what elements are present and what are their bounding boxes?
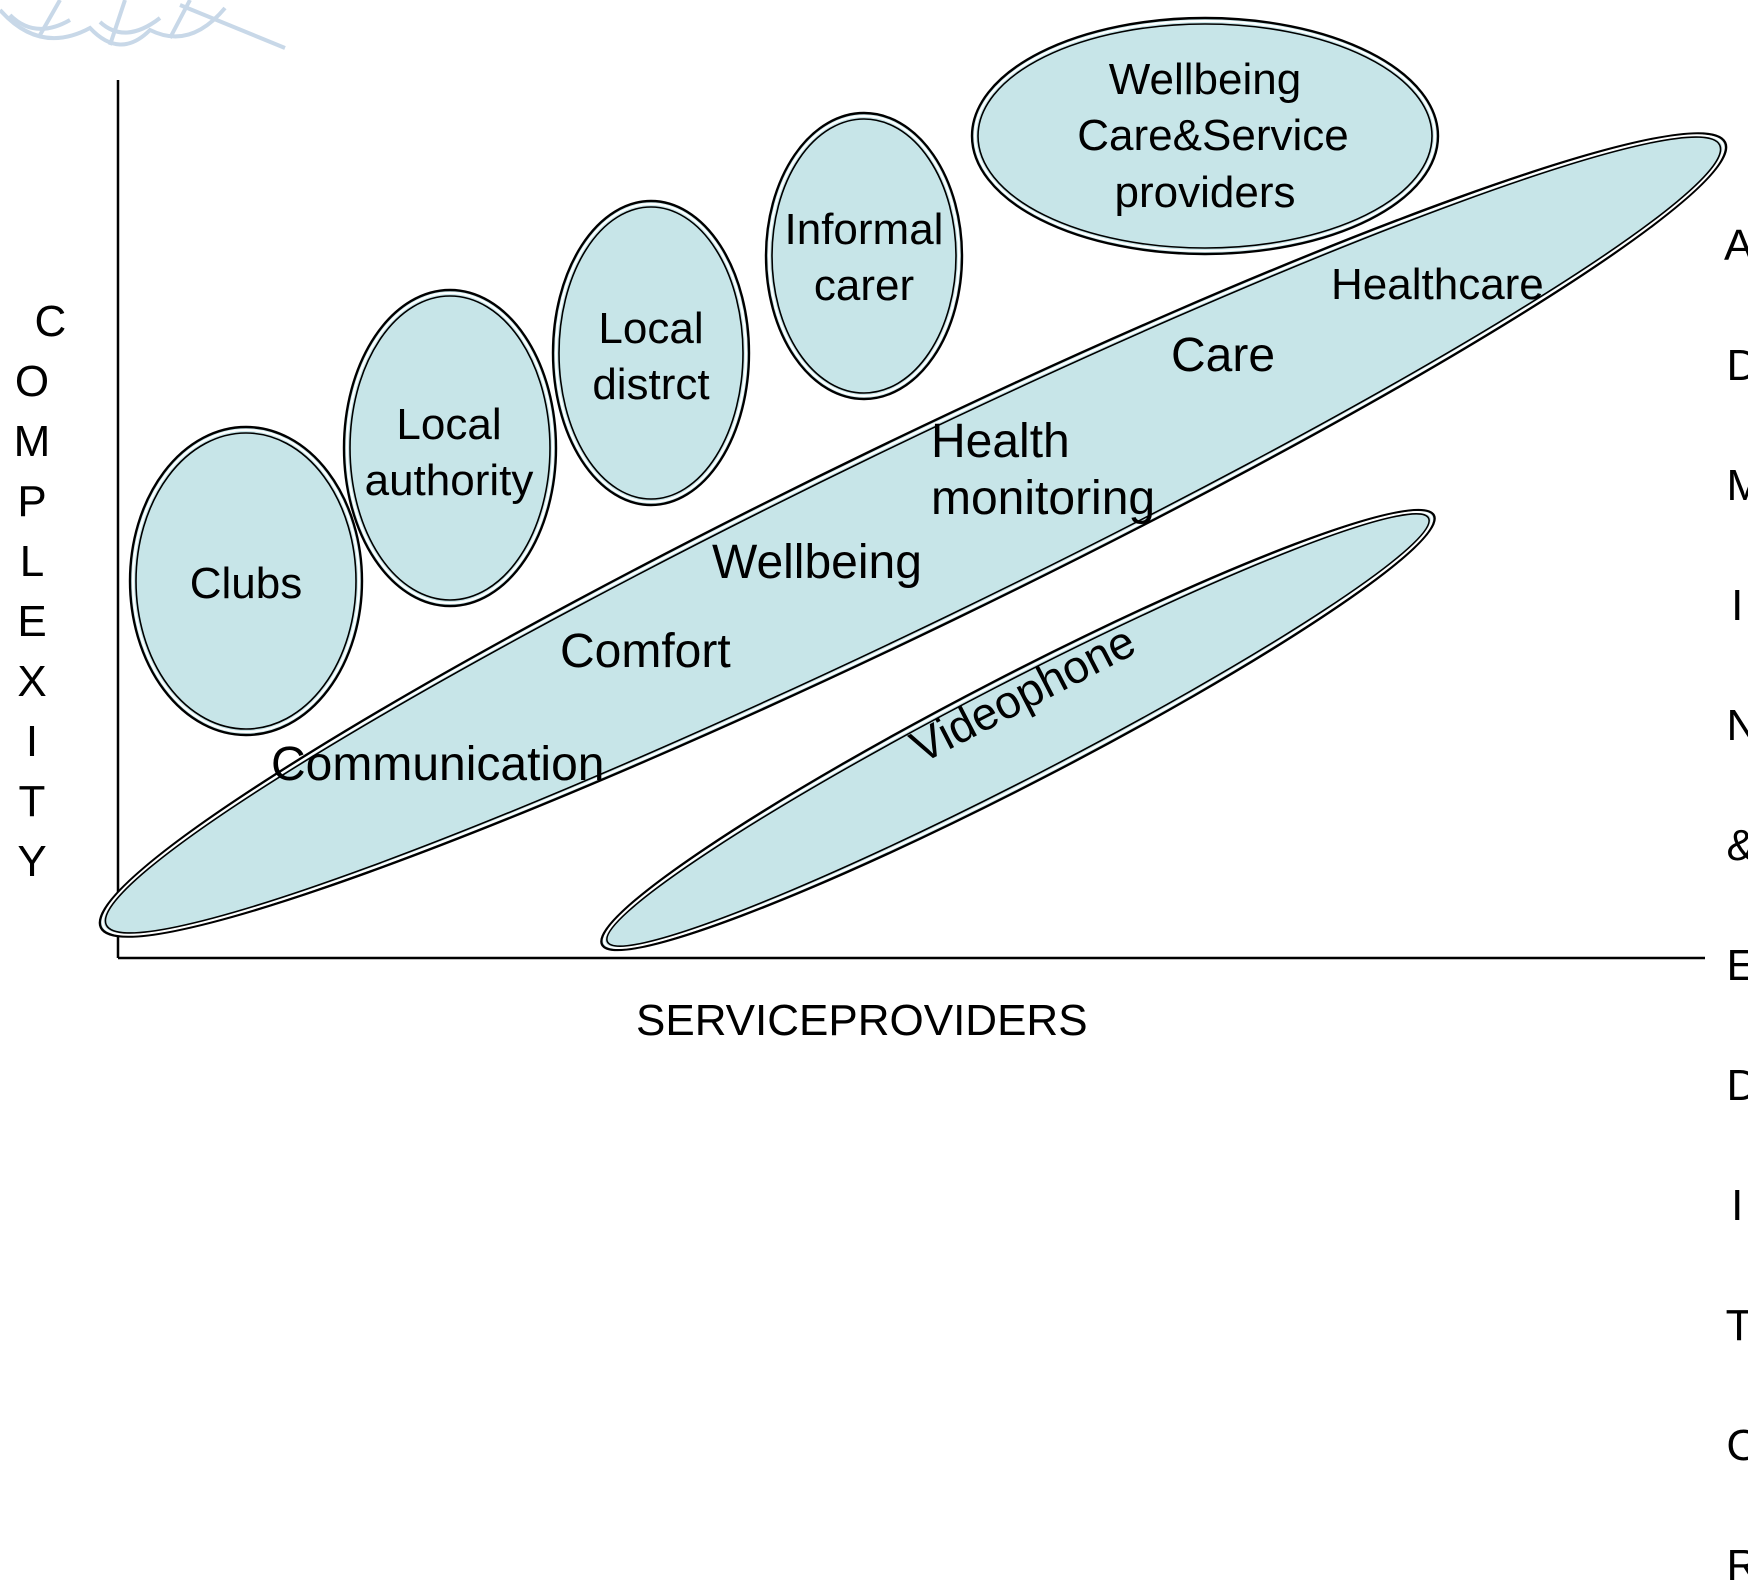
diagram-canvas: Clubs Local authority Local distrct Info…	[0, 0, 1728, 960]
local-authority-ellipse	[342, 288, 558, 608]
admin-editor-line: T	[1725, 1301, 1748, 1350]
local-district-label-line2: distrct	[592, 360, 709, 409]
local-authority-label-line2: authority	[365, 456, 534, 505]
wellbeing-providers-ellipse	[970, 16, 1440, 256]
health-monitoring-label-line1: Health	[931, 415, 1070, 468]
main-band-ellipse	[98, 132, 1728, 938]
care-label: Care	[1171, 329, 1275, 382]
admin-editor-line: I	[1731, 1181, 1744, 1230]
healthcare-label: Healthcare	[1331, 260, 1544, 309]
health-monitoring-label-line2: monitoring	[931, 472, 1155, 525]
admin-editor-axis-label: A D M I N. & E D I T O R	[1702, 156, 1748, 1596]
admin-editor-line: A	[1724, 221, 1748, 270]
admin-editor-line: O	[1726, 1421, 1748, 1470]
corner-logo	[0, 0, 286, 50]
service-providers-axis-label: SERVICEPROVIDERS	[636, 996, 1088, 1045]
admin-editor-line: R	[1726, 1541, 1748, 1590]
admin-editor-line: D	[1726, 341, 1748, 390]
local-authority-label-line1: Local	[396, 400, 501, 449]
admin-editor-line: I	[1731, 581, 1744, 630]
wellbeing-providers-label-line2: Care&Service	[1077, 111, 1348, 160]
videophone-ellipse	[600, 508, 1436, 952]
informal-carer-label-line2: carer	[814, 261, 914, 310]
wellbeing-providers-label-line1: Wellbeing	[1109, 55, 1301, 104]
admin-editor-line: M	[1726, 461, 1748, 510]
wellbeing-providers-label-line3: providers	[1115, 168, 1296, 217]
admin-editor-line: N.	[1726, 701, 1748, 750]
clubs-ellipse	[128, 425, 364, 737]
communication-label: Communication	[271, 738, 604, 791]
admin-editor-line: &	[1726, 821, 1748, 870]
admin-editor-line: D	[1726, 1061, 1748, 1110]
wellbeing-label: Wellbeing	[712, 536, 922, 589]
comfort-label: Comfort	[560, 625, 731, 678]
local-district-label-line1: Local	[598, 304, 703, 353]
local-district-ellipse	[551, 199, 751, 507]
informal-carer-ellipse	[764, 111, 964, 401]
clubs-label: Clubs	[190, 559, 303, 608]
informal-carer-label-line1: Informal	[785, 205, 944, 254]
admin-editor-line: E	[1726, 941, 1748, 990]
